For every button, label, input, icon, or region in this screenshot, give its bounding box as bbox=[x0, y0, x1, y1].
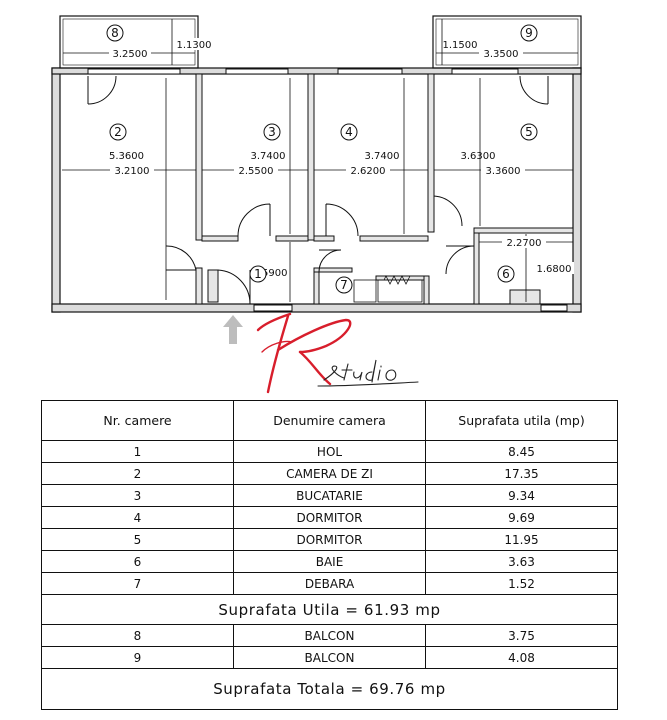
dim-room2-width: 3.2100 bbox=[115, 166, 150, 177]
grand-total: Suprafata Totala = 69.76 mp bbox=[41, 668, 618, 710]
row-nr: 5 bbox=[41, 528, 234, 551]
row-name: DORMITOR bbox=[233, 506, 426, 529]
row-name: CAMERA DE ZI bbox=[233, 462, 426, 485]
dim-room4-length: 3.7400 bbox=[365, 151, 400, 162]
dim-room4-width: 2.6200 bbox=[351, 166, 386, 177]
table-row: 8 BALCON 3.75 bbox=[41, 624, 618, 647]
room-marker-5 bbox=[520, 123, 538, 141]
floor-plan: 3.2500 1.1300 1.1500 3.3500 3.2100 5.360… bbox=[51, 15, 582, 394]
table-row: 6 BAIE 3.63 bbox=[41, 550, 618, 573]
row-area: 3.75 bbox=[425, 624, 618, 647]
room-markers bbox=[106, 24, 538, 294]
useful-total: Suprafata Utila = 61.93 mp bbox=[41, 594, 618, 625]
dim-balcony8-depth: 1.1300 bbox=[177, 40, 212, 51]
room-marker-1 bbox=[249, 265, 267, 283]
doors bbox=[87, 75, 549, 305]
kstudio-logo bbox=[256, 312, 352, 394]
dim-room3-width: 2.5500 bbox=[239, 166, 274, 177]
table-row: 7 DEBARA 1.52 bbox=[41, 572, 618, 595]
row-area: 17.35 bbox=[425, 462, 618, 485]
row-nr: 9 bbox=[41, 646, 234, 669]
table-row: 9 BALCON 4.08 bbox=[41, 646, 618, 669]
row-name: BAIE bbox=[233, 550, 426, 573]
table-row: 3 BUCATARIE 9.34 bbox=[41, 484, 618, 507]
row-name: DEBARA bbox=[233, 572, 426, 595]
useful-total-row: Suprafata Utila = 61.93 mp bbox=[41, 594, 618, 625]
dim-balcony8-width: 3.2500 bbox=[113, 49, 148, 60]
dim-balcony9-width: 3.3500 bbox=[484, 49, 519, 60]
table-row: 5 DORMITOR 11.95 bbox=[41, 528, 618, 551]
row-area: 4.08 bbox=[425, 646, 618, 669]
dimension-labels: 3.2500 1.1300 1.1500 3.3500 3.2100 5.360… bbox=[109, 38, 574, 279]
dim-room5-width: 3.3600 bbox=[486, 166, 521, 177]
dim-room1-depth: 1.5900 bbox=[253, 268, 288, 279]
row-nr: 2 bbox=[41, 462, 234, 485]
room-number-2: 2 bbox=[114, 125, 122, 139]
table-header-row: Nr. camere Denumire camera Suprafata uti… bbox=[41, 400, 618, 441]
room-number-1: 1 bbox=[254, 267, 262, 281]
room-number-6: 6 bbox=[502, 267, 510, 281]
room-number-4: 4 bbox=[345, 125, 353, 139]
kstudio-logo-script bbox=[317, 359, 419, 387]
room-marker-3 bbox=[263, 123, 281, 141]
row-nr: 8 bbox=[41, 624, 234, 647]
row-name: DORMITOR bbox=[233, 528, 426, 551]
row-name: BUCATARIE bbox=[233, 484, 426, 507]
balcony-9 bbox=[432, 15, 582, 69]
row-area: 9.69 bbox=[425, 506, 618, 529]
header-suprafata-utila: Suprafata utila (mp) bbox=[425, 400, 618, 441]
room-number-5: 5 bbox=[525, 125, 533, 139]
entrance-arrow-icon bbox=[223, 315, 243, 344]
rooms-table: Nr. camere Denumire camera Suprafata uti… bbox=[41, 400, 618, 710]
row-nr: 3 bbox=[41, 484, 234, 507]
room-marker-9 bbox=[520, 24, 538, 42]
dim-room6-depth: 1.6800 bbox=[537, 264, 572, 275]
grand-total-row: Suprafata Totala = 69.76 mp bbox=[41, 668, 618, 710]
header-denumire-camera: Denumire camera bbox=[233, 400, 426, 441]
row-nr: 4 bbox=[41, 506, 234, 529]
row-name: BALCON bbox=[233, 646, 426, 669]
room-number-8: 8 bbox=[111, 26, 119, 40]
room-marker-8 bbox=[106, 24, 124, 42]
room-marker-4 bbox=[340, 123, 358, 141]
room-marker-2 bbox=[109, 123, 127, 141]
room-numbers: 8 9 2 3 4 5 1 7 6 bbox=[111, 26, 533, 292]
room-marker-7 bbox=[335, 276, 353, 294]
windows bbox=[87, 68, 568, 312]
row-name: BALCON bbox=[233, 624, 426, 647]
dim-room6-width: 2.2700 bbox=[507, 238, 542, 249]
row-name: HOL bbox=[233, 440, 426, 463]
row-area: 9.34 bbox=[425, 484, 618, 507]
row-nr: 6 bbox=[41, 550, 234, 573]
row-area: 8.45 bbox=[425, 440, 618, 463]
row-nr: 7 bbox=[41, 572, 234, 595]
appliances bbox=[353, 275, 423, 303]
table-row: 4 DORMITOR 9.69 bbox=[41, 506, 618, 529]
room-number-3: 3 bbox=[268, 125, 276, 139]
table-row: 1 HOL 8.45 bbox=[41, 440, 618, 463]
row-area: 3.63 bbox=[425, 550, 618, 573]
row-area: 11.95 bbox=[425, 528, 618, 551]
row-area: 1.52 bbox=[425, 572, 618, 595]
dim-balcony9-depth: 1.1500 bbox=[443, 40, 478, 51]
dim-room3-length: 3.7400 bbox=[251, 151, 286, 162]
dim-room5-depth: 3.6300 bbox=[461, 151, 496, 162]
room-number-7: 7 bbox=[340, 278, 348, 292]
room-number-9: 9 bbox=[525, 26, 533, 40]
interior-walls bbox=[195, 73, 574, 305]
row-nr: 1 bbox=[41, 440, 234, 463]
header-nr-camere: Nr. camere bbox=[41, 400, 234, 441]
table-row: 2 CAMERA DE ZI 17.35 bbox=[41, 462, 618, 485]
room-marker-6 bbox=[497, 265, 515, 283]
dim-room2-length: 5.3600 bbox=[109, 151, 144, 162]
